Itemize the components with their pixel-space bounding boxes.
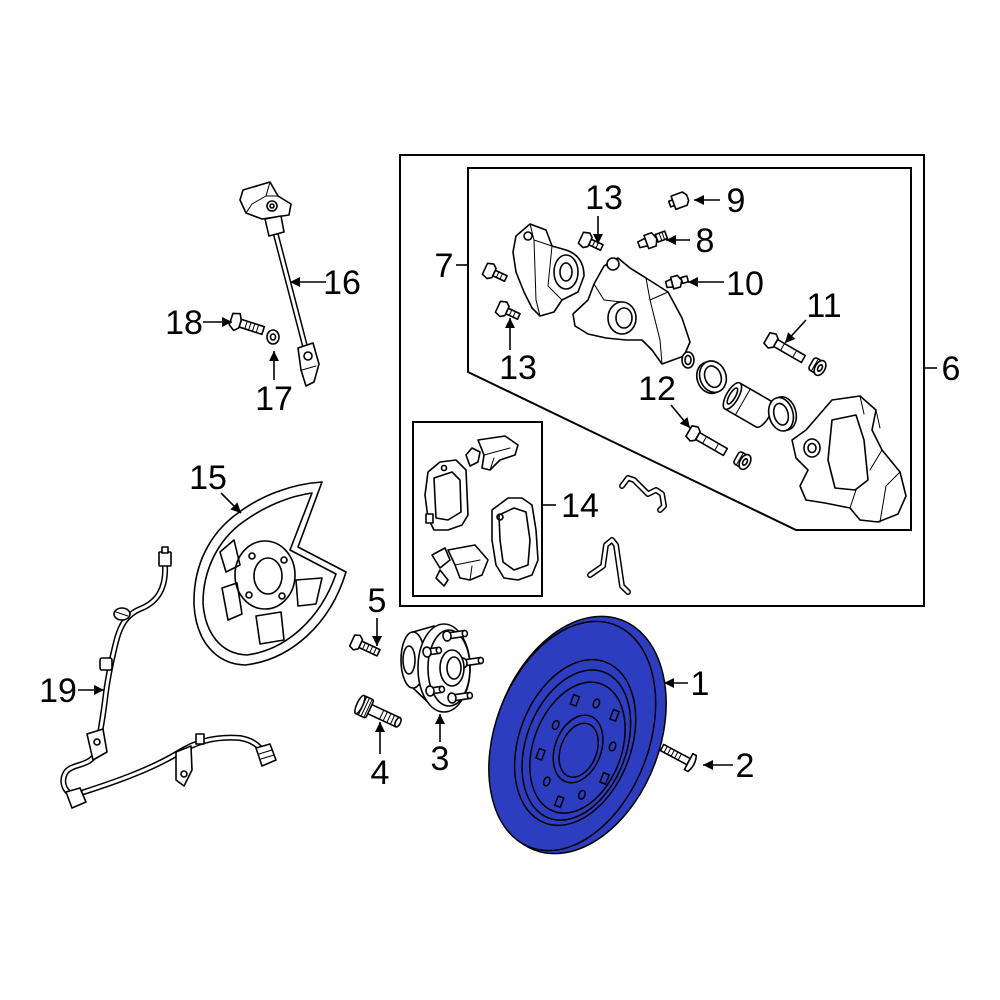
caliper-assembly-box [399,154,925,607]
guide-pin-lower [685,425,729,457]
washer [266,329,280,345]
caliper-bracket [572,257,691,365]
pad-clips-lower [431,544,489,587]
callout-6: 6 [942,350,961,388]
brake-rotor [488,615,667,855]
callout-8: 8 [696,222,715,260]
hose-bracket-bolt [228,312,266,336]
callout-13-bottom: 13 [499,349,537,387]
leader-arrows [78,195,937,770]
callout-5: 5 [368,582,387,620]
hub-bolt [348,634,381,657]
wheel-stud [354,694,402,728]
callout-11: 11 [806,287,841,325]
callout-14: 14 [561,487,599,525]
callout-4: 4 [371,754,390,792]
callout-16: 16 [323,264,361,302]
piston-seal [695,360,728,395]
guide-pin-boot-upper [808,357,827,377]
spring-clip [619,475,667,513]
bleeder-cap [667,191,690,211]
pad-kit-box [412,421,543,597]
brake-pad-left [424,459,469,531]
piston-boot [767,395,798,432]
dust-shield [193,481,347,666]
callout-13-top: 13 [585,179,623,217]
callout-12: 12 [638,370,676,408]
callout-9: 9 [727,182,746,220]
callout-17: 17 [255,380,293,418]
caliper-housing [791,395,907,523]
caliper-piston [722,381,774,429]
caliper-bolt-left [481,262,508,283]
callout-19: 19 [39,672,77,710]
callout-2: 2 [736,747,755,785]
caliper-bolt-top [577,231,604,252]
callout-1: 1 [691,665,710,703]
bleeder-screw [637,230,669,250]
brake-pad-right [491,497,539,581]
bleeder-valve [664,274,690,290]
arrow-12 [670,404,691,429]
brake-hose [239,181,320,387]
guide-pin-upper [763,332,807,364]
rotor-screw [659,743,698,773]
callout-3: 3 [431,740,450,778]
callout-10: 10 [726,265,764,303]
caliper-bolt-bottom [494,300,521,321]
callouts: 1 2 3 4 5 6 7 8 9 10 11 12 13 13 14 15 1… [39,179,960,792]
guide-pin-boot-lower [733,451,752,471]
caliper-body [512,223,585,317]
abs-sensor [60,546,277,809]
callout-18: 18 [165,304,203,342]
arrow-11 [784,319,807,344]
o-ring [681,351,695,369]
hub-bearing [400,623,485,713]
callout-7: 7 [435,247,454,285]
retaining-clip [587,537,631,595]
callout-15: 15 [189,459,227,497]
caliper-subassembly-outline [467,167,912,531]
pad-clips-upper [465,435,519,471]
arrow-15 [220,492,242,514]
